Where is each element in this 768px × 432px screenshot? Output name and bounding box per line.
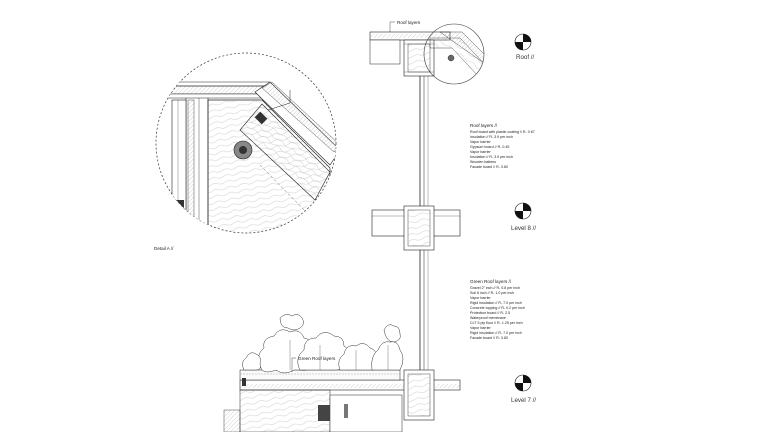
wall-section: Roof layers (223, 20, 485, 432)
green-roof-layer-item: Waterproof membrane (470, 316, 506, 320)
level-marker-8: Level 8 // (511, 202, 536, 232)
detail-a-callout: Detail A // (154, 52, 337, 251)
roof-layers-title: Roof layers // (470, 123, 498, 128)
green-roof-layer-item: CLT 5 ply floor // R- 1.25 per inch (470, 321, 523, 325)
roof-layer-item: Wooden battens (470, 160, 496, 164)
roof-layer-item: Insulation // R- 3.9 per inch (470, 135, 513, 139)
section-marker-icon (514, 33, 532, 51)
roof-layers-tag: Roof layers (397, 20, 421, 25)
level-label-roof: Roof // (516, 54, 535, 61)
roof-layers-notes: Roof layers // Roof board with plastic c… (470, 123, 535, 169)
green-roof-layer-item: Concrete topping // R- 0.2 per inch (470, 306, 525, 310)
green-roof-layer-item: Protection board // R- 2.5 (470, 311, 510, 315)
level-label-7: Level 7 // (511, 397, 536, 404)
level-marker-roof: Roof // (514, 33, 535, 61)
green-roof-layers-title: Green Roof layers // (470, 279, 512, 284)
section-marker-icon (514, 374, 532, 392)
green-roof-layer-item: Gravel 2" inch // R- 0.8 per inch (470, 286, 520, 290)
green-roof-layer-item: Rigid insulation // R- 7.0 per inch (470, 331, 522, 335)
green-roof-layer-item: Vapor barrier (470, 326, 492, 330)
level-marker-7: Level 7 // (511, 374, 536, 404)
detail-a-title: Detail A // (154, 246, 174, 251)
roof-layer-item: Vapor barrier (470, 140, 492, 144)
tree-icon (242, 314, 404, 374)
green-roof-layer-item: Vapor barrier (470, 296, 492, 300)
green-roof-layer-item: Soil 8 inch // R- 1.0 per inch (470, 291, 514, 295)
green-roof-layer-item: Facade board // R- 0.80 (470, 336, 508, 340)
roof-layer-item: Facade board // R- 0.80 (470, 165, 508, 169)
bolt-icon (233, 140, 253, 160)
roof-layer-item: Gypsum board // R- 0.45 (470, 145, 509, 149)
green-roof-layers-tag: Green Roof layers (298, 356, 336, 361)
green-roof-layers-notes: Green Roof layers // Gravel 2" inch // R… (470, 279, 525, 340)
roof-layer-item: Vapor barrier (470, 150, 492, 154)
green-roof-layer-item: Rigid insulation // R- 7.0 per inch (470, 301, 522, 305)
section-marker-icon (514, 202, 532, 220)
level-label-8: Level 8 // (511, 225, 536, 232)
roof-layer-item: Insulation // R- 3.9 per inch (470, 155, 513, 159)
roof-layer-item: Roof board with plastic coating // R- 0.… (470, 130, 535, 134)
